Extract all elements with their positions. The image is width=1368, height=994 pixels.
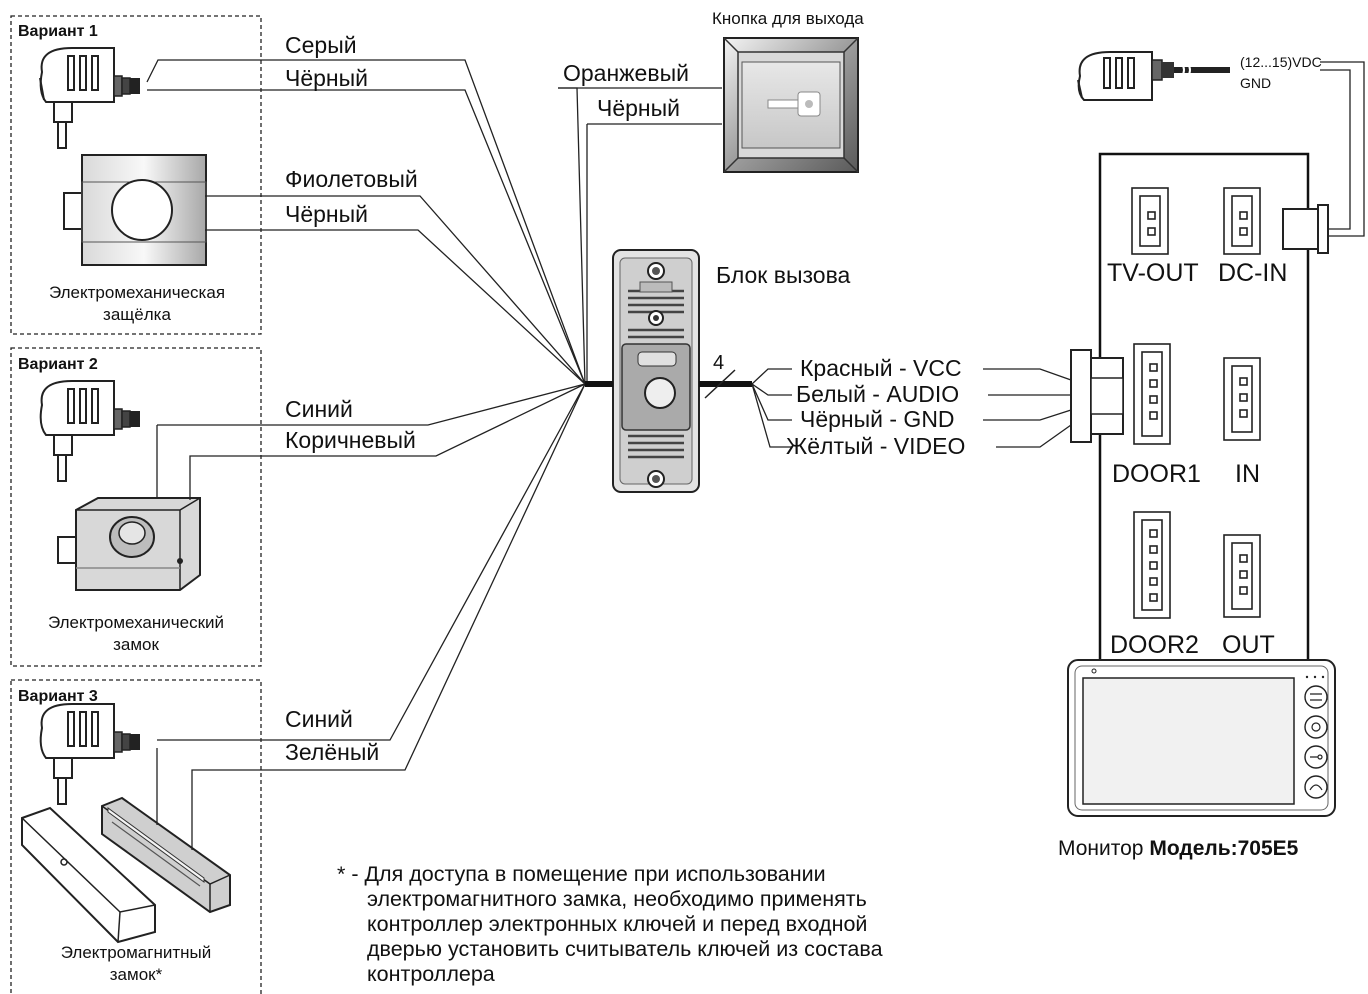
cable-wire-black-gnd: Чёрный - GND [800, 406, 955, 432]
variant2-box [10, 347, 262, 667]
port-out-label: OUT [1222, 631, 1275, 659]
exit-button-icon [723, 37, 859, 173]
variant3-caption-line1: Электромагнитный [60, 943, 212, 962]
variant2-wire-brown: Коричневый [285, 427, 416, 453]
footnote-line4: дверью установить считыватель ключей из … [367, 936, 883, 961]
variant1-wire-black: Чёрный [285, 65, 368, 91]
variant3-box [10, 679, 262, 994]
variant1-caption-line2: защёлка [103, 305, 171, 325]
variant1-box [10, 15, 262, 335]
wires [146, 59, 722, 850]
power-gnd-label: GND [1240, 75, 1272, 91]
exit-wire-orange: Оранжевый [563, 60, 689, 86]
variant1-title: Вариант 1 [18, 23, 98, 40]
variant1-wire-grey: Серый [285, 32, 357, 58]
call-block-title: Блок вызова [716, 262, 851, 288]
electromechanical-lock-icon [57, 497, 201, 591]
socket-dc-in-icon [1223, 187, 1261, 255]
variant2-caption-line1: Электромеханический [47, 613, 224, 632]
port-door1-label: DOOR1 [1112, 460, 1201, 488]
cable-fan-out [751, 368, 792, 448]
connector-leaders [983, 368, 1072, 448]
exit-button-title: Кнопка для выхода [712, 9, 864, 28]
socket-door1-icon [1133, 343, 1171, 445]
variant3-title: Вариант 3 [18, 688, 98, 705]
monitor-back-panel [1098, 152, 1310, 664]
footnote-line3: контроллер электронных ключей и перед вх… [367, 911, 868, 936]
variant3-wire-green: Зелёный [285, 739, 380, 765]
footnote-line5: контроллера [367, 961, 495, 986]
variant3-caption-line2: замок* [109, 965, 163, 985]
variant2-caption: Электромеханический замок [14, 612, 258, 656]
power-adapter-icon [39, 47, 140, 149]
port-in-label: IN [1235, 460, 1260, 488]
power-adapter-icon [39, 703, 140, 805]
variant3-wire-blue: Синий [285, 706, 353, 732]
socket-door2-icon [1133, 511, 1171, 619]
dc-plug-icon [1282, 61, 1365, 254]
monitor-front-icon [1067, 659, 1336, 817]
door-plug-icon [1070, 349, 1124, 443]
footnote-line2: электромагнитного замка, необходимо прим… [367, 886, 867, 911]
cable-wire-white-audio: Белый - AUDIO [796, 381, 960, 407]
variant1-wire-violet: Фиолетовый [285, 166, 418, 192]
variant-boxes [10, 15, 262, 994]
footnote: * - Для доступа в помещение при использо… [337, 862, 883, 987]
variant2-caption-line2: замок [113, 635, 159, 655]
port-tv-out-label: TV-OUT [1107, 259, 1199, 287]
cable-wire-yellow-video: Жёлтый - VIDEO [786, 433, 966, 459]
call-block-icon [612, 249, 700, 493]
variant2-title: Вариант 2 [18, 356, 98, 373]
footnote-line1: * - Для доступа в помещение при использо… [337, 862, 826, 886]
cable-count-tick [704, 369, 736, 399]
monitor-power-adapter-icon [1077, 51, 1230, 101]
cable-wire-count: 4 [713, 352, 725, 374]
power-vdc-label: (12...15)VDC [1240, 54, 1322, 70]
port-dc-in-label: DC-IN [1218, 259, 1288, 287]
variant3-caption: Электромагнитный замок* [14, 942, 258, 986]
cable-wire-red-vcc: Красный - VCC [800, 355, 962, 381]
variant1-caption-line1: Электромеханическая [48, 283, 226, 302]
variant1-caption: Электромеханическая защёлка [18, 282, 256, 326]
socket-tv-out-icon [1131, 187, 1169, 255]
monitor-caption-prefix: Монитор [1058, 837, 1144, 860]
port-door2-label: DOOR2 [1110, 631, 1199, 659]
electromagnetic-lock-icon [21, 796, 231, 944]
socket-out-icon [1223, 534, 1261, 618]
socket-in-icon [1223, 357, 1261, 441]
exit-wire-black: Чёрный [597, 95, 680, 121]
variant2-wire-blue: Синий [285, 396, 353, 422]
monitor-model: Модель:705E5 [1149, 837, 1299, 860]
monitor-caption: Монитор Модель:705E5 [1058, 838, 1298, 859]
electromechanical-latch-icon [63, 154, 207, 266]
variant1-wire-black-2: Чёрный [285, 201, 368, 227]
power-adapter-icon [39, 380, 140, 482]
